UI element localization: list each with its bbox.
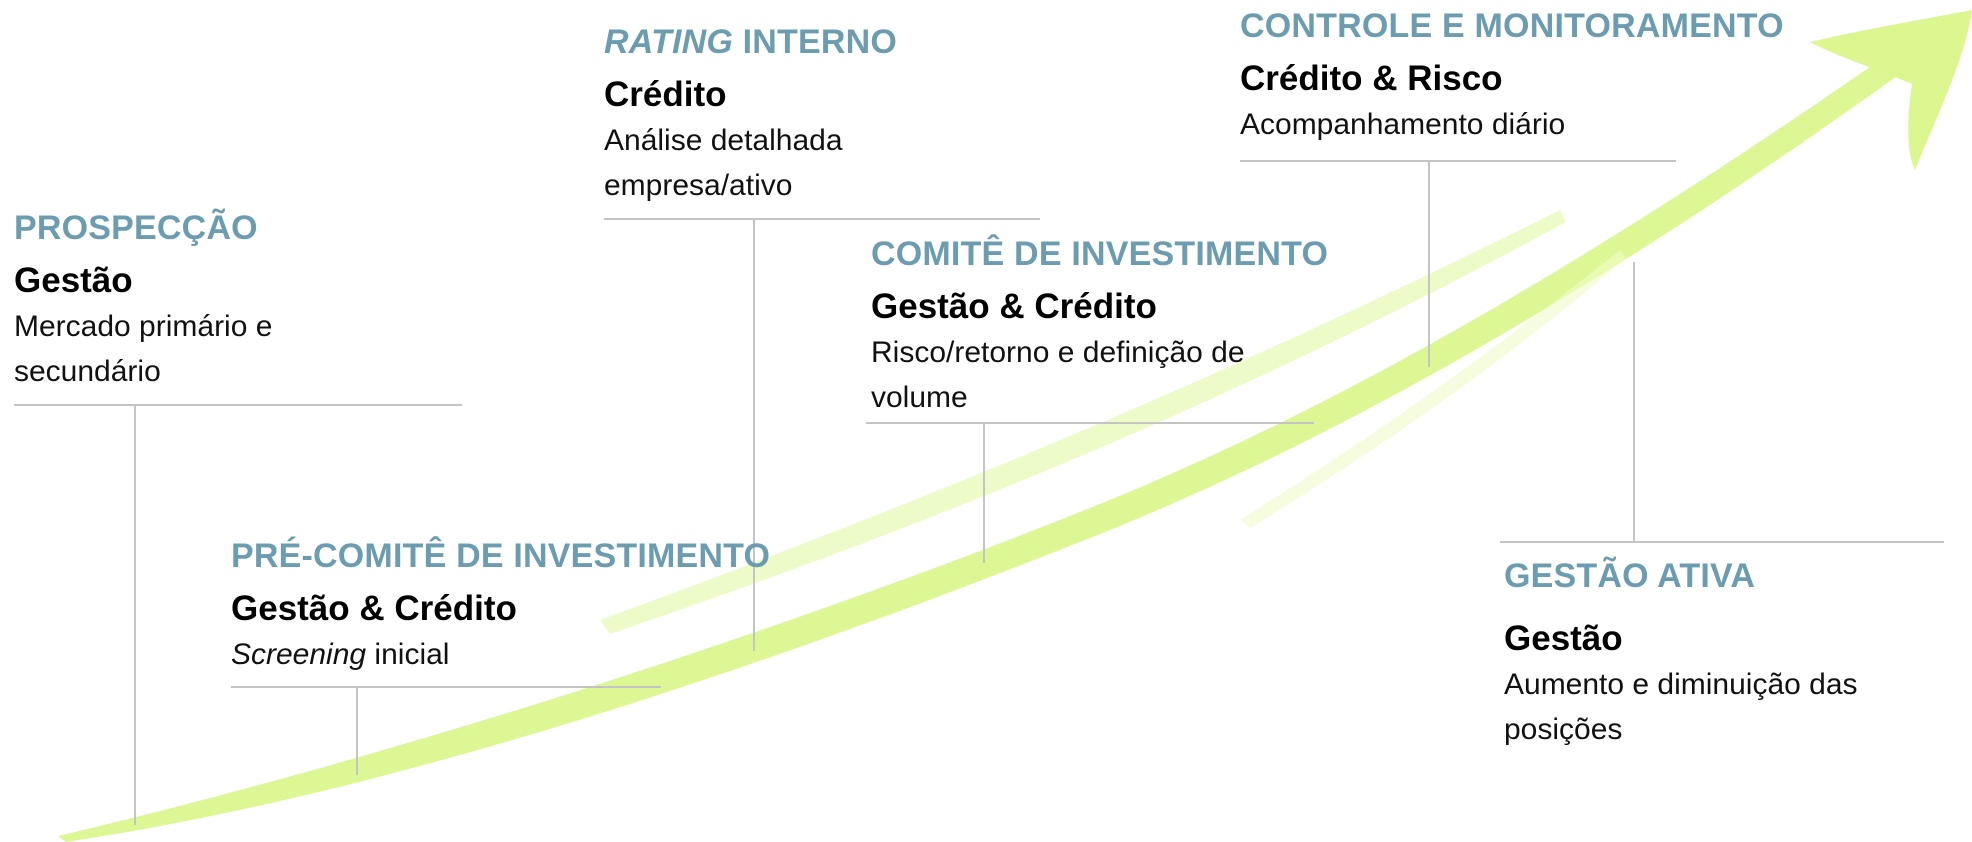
stage-description: Acompanhamento diário bbox=[1240, 108, 1566, 141]
stage-heading: GESTÃO ATIVA bbox=[1504, 557, 1756, 595]
arrow-brush-streak bbox=[600, 210, 1566, 634]
stage-owner: Crédito bbox=[604, 75, 727, 114]
controle-connector bbox=[1428, 161, 1430, 367]
stage-owner: Gestão bbox=[1504, 619, 1623, 658]
stage-rating-interno: RATING INTERNO Crédito Análise detalhada… bbox=[604, 22, 1034, 208]
stage-heading: PROSPECÇÃO bbox=[14, 209, 258, 247]
stage-prospeccao: PROSPECÇÃO Gestão Mercado primário e sec… bbox=[14, 208, 454, 394]
stage-pre-comite: PRÉ-COMITÊ DE INVESTIMENTO Gestão & Créd… bbox=[231, 536, 851, 677]
stage-description-emphasis: Screening bbox=[231, 638, 367, 671]
prospeccao-connector bbox=[134, 405, 136, 825]
pre-comite-underline bbox=[231, 686, 661, 688]
stage-description: Análise detalhada empresa/ativo bbox=[604, 124, 843, 202]
stage-comite: COMITÊ DE INVESTIMENTO Gestão & Crédito … bbox=[871, 234, 1331, 420]
stage-heading: RATING INTERNO bbox=[604, 22, 1034, 62]
stage-description: Screening inicial bbox=[231, 632, 851, 677]
stage-description: Mercado primário e secundário bbox=[14, 310, 273, 388]
stage-owner: Gestão & Crédito bbox=[871, 287, 1157, 326]
gestao-ativa-connector bbox=[1633, 262, 1635, 541]
growth-arrow bbox=[58, 10, 1972, 842]
stage-gestao-ativa: GESTÃO ATIVA Gestão Aumento e diminuição… bbox=[1504, 556, 1944, 752]
gestao-ativa-topline bbox=[1500, 541, 1944, 543]
stage-owner: Crédito & Risco bbox=[1240, 59, 1503, 98]
pre-comite-connector bbox=[356, 687, 358, 775]
stage-heading-emphasis: RATING bbox=[604, 23, 733, 61]
stage-owner: Gestão bbox=[14, 261, 133, 300]
stage-description: Aumento e diminuição das posições bbox=[1504, 668, 1858, 746]
arrow-brush-streak-faint bbox=[1240, 250, 1626, 528]
comite-connector bbox=[983, 423, 985, 563]
controle-underline bbox=[1240, 160, 1676, 162]
stage-controle: CONTROLE E MONITORAMENTO Crédito & Risco… bbox=[1240, 6, 1800, 147]
stage-owner: Gestão & Crédito bbox=[231, 589, 517, 628]
rating-interno-connector bbox=[753, 219, 755, 651]
stage-heading: COMITÊ DE INVESTIMENTO bbox=[871, 235, 1329, 273]
stage-heading: PRÉ-COMITÊ DE INVESTIMENTO bbox=[231, 537, 771, 575]
rating-interno-underline bbox=[604, 218, 1040, 220]
stage-description-rest: inicial bbox=[366, 638, 450, 671]
stage-heading-rest: INTERNO bbox=[733, 23, 898, 61]
comite-underline bbox=[866, 422, 1314, 424]
arrow-head bbox=[1810, 10, 1972, 170]
stage-description: Risco/retorno e definição de volume bbox=[871, 336, 1245, 414]
prospeccao-underline bbox=[14, 404, 462, 406]
stage-heading: CONTROLE E MONITORAMENTO bbox=[1240, 7, 1784, 45]
